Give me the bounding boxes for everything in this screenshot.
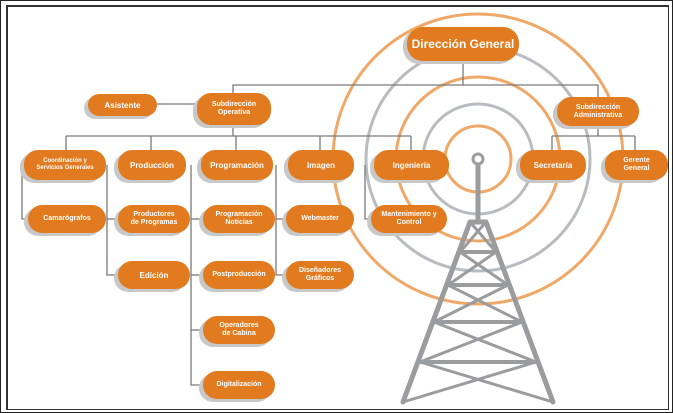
node-camarografos: Camarógrafos [28, 205, 106, 233]
node-edicion: Edición [118, 261, 190, 289]
node-productores: Productores de Programas [118, 205, 190, 233]
node-programacion-noticias: Programación Noticias [203, 205, 275, 233]
node-subdireccion-administrativa: Subdirección Administrativa [557, 97, 639, 126]
node-produccion: Producción [118, 150, 186, 180]
node-imagen: Imagen [288, 150, 354, 180]
radio-tower-background [21, 12, 636, 405]
org-chart-canvas: Dirección General Asistente Subdirección… [6, 5, 669, 410]
node-coordinacion: Coordinación y Servicios Generales [24, 150, 106, 180]
node-direccion-general: Dirección General [407, 27, 519, 61]
node-webmaster: Webmaster [286, 205, 354, 233]
node-operadores: Operadores de Cabina [203, 316, 275, 344]
node-mantenimiento: Mantenimiento y Control [371, 205, 447, 233]
node-ingenieria: Ingeniería [374, 150, 449, 180]
node-digitalizacion: Digitalización [203, 371, 275, 399]
node-asistente: Asistente [88, 94, 157, 116]
node-secretaria: Secretaría [520, 150, 586, 180]
node-gerente-general: Gerente General [605, 150, 668, 180]
node-programacion: Programación [201, 150, 273, 180]
node-subdireccion-operativa: Subdirección Operativa [197, 93, 271, 125]
tower-icon [400, 152, 556, 405]
node-disenadores: Diseñadores Gráficos [286, 261, 354, 289]
connector-lines [21, 61, 636, 386]
node-postproduccion: Postproducción [203, 261, 275, 289]
